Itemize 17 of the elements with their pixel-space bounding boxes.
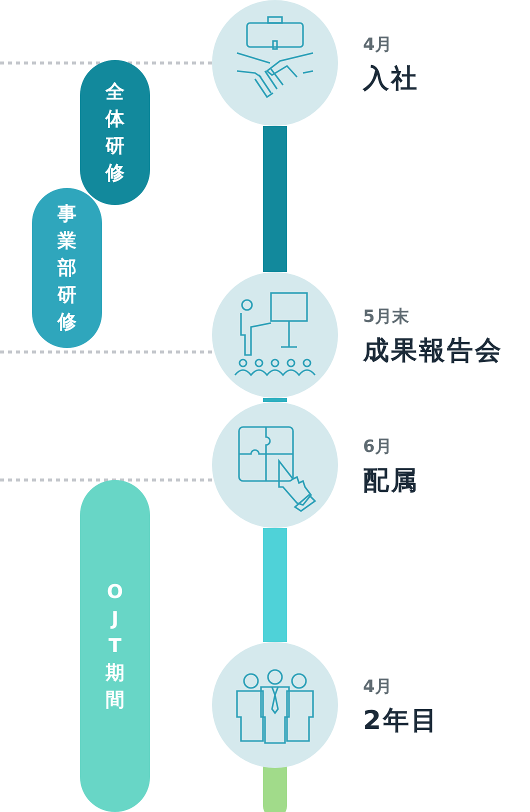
milestone-title: 入社 [363,63,419,96]
date-label: 4月 [363,676,392,698]
period-label: 事業部研修 [57,202,77,334]
timeline-connector [263,528,287,642]
milestone-title: 2年目 [363,705,440,738]
timeline-connector [263,398,287,402]
period-pill [80,60,150,205]
period-pill [32,188,102,348]
period-label: OJT期間 [105,580,125,712]
date-label: 6月 [363,436,392,458]
milestone-title: 成果報告会 [363,335,503,368]
date-label: 4月 [363,34,392,56]
timeline-connector [263,126,287,272]
period-label: 全体研修 [105,80,125,186]
date-label: 5月末 [363,306,409,328]
period-pill [80,480,150,812]
milestone-title: 配属 [363,465,419,498]
